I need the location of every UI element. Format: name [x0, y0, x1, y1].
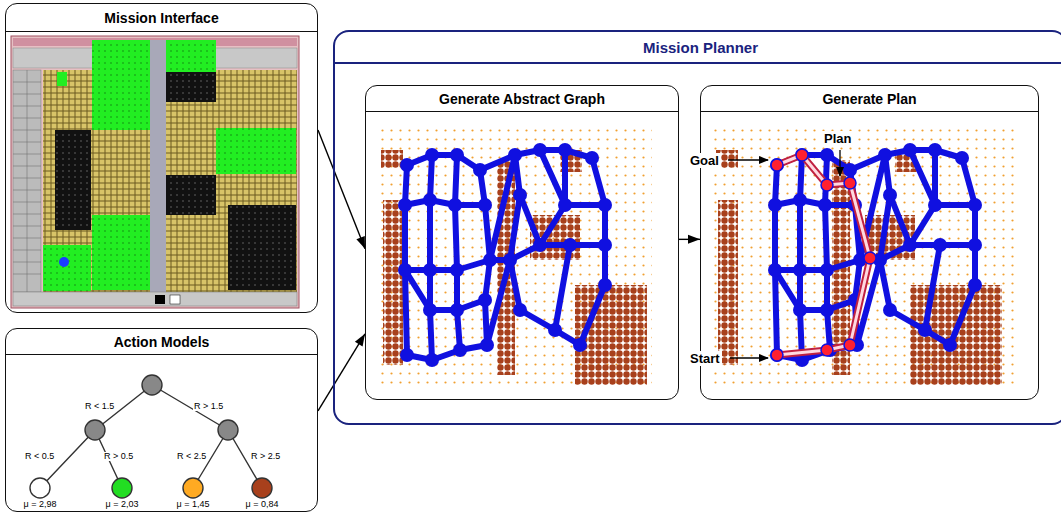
panel-heading: Action Models — [6, 329, 317, 355]
decision-tree — [30, 375, 272, 498]
tree-label: R < 0.5 — [24, 452, 55, 461]
tree-label: R < 1.5 — [84, 402, 115, 411]
tree-label: R < 2.5 — [176, 452, 207, 461]
callout-label: Plan — [822, 131, 853, 146]
tree-label: μ = 2,98 — [23, 500, 58, 509]
tree-label: μ = 0,84 — [245, 500, 280, 509]
screenshot — [11, 36, 299, 308]
obstacles — [381, 150, 1002, 385]
grid-map — [380, 125, 1017, 390]
panel-heading: Mission Interface — [6, 4, 317, 32]
abstract-graph — [398, 143, 982, 367]
tree-label: R > 2.5 — [250, 452, 281, 461]
panel-heading: Generate Plan — [701, 86, 1038, 112]
module-panel: Generate Plan — [700, 85, 1039, 400]
module-panel: Generate Abstract Graph — [365, 85, 679, 400]
module-panel: Mission Interface — [5, 3, 318, 313]
flow-arrow — [318, 130, 365, 249]
panel-heading: Generate Abstract Graph — [366, 86, 678, 112]
panel-heading: Mission Planner — [335, 32, 1061, 64]
flow-arrow — [679, 235, 700, 244]
leader-lines — [728, 150, 840, 358]
tree-label: R > 0.5 — [103, 452, 134, 461]
callout-label: Start — [688, 351, 722, 366]
flow-arrow — [318, 334, 365, 411]
tree-label: R > 1.5 — [193, 402, 224, 411]
tree-label: μ = 1,45 — [176, 500, 211, 509]
callout-label: Goal — [688, 153, 721, 168]
tree-label: μ = 2,03 — [105, 500, 140, 509]
module-panel: Action Models — [5, 328, 318, 512]
